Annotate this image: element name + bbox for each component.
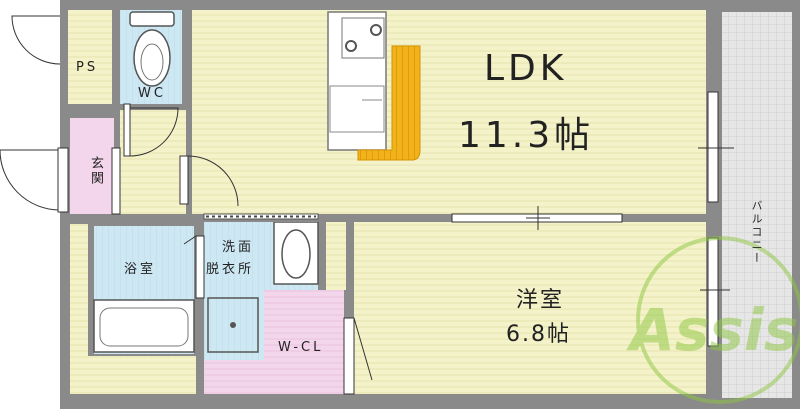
sliding-door-ldk-western — [451, 206, 623, 230]
washing-machine-icon — [207, 297, 259, 353]
svg-text:Assist: Assist — [626, 296, 800, 364]
room-side-corridor — [70, 222, 346, 394]
room-entrance — [70, 118, 114, 214]
wcl-door — [343, 317, 373, 395]
assist-logo: Assist — [626, 236, 800, 404]
kitchen-counter — [327, 11, 387, 151]
wcl-label: W-CL — [278, 340, 324, 355]
balcony — [708, 0, 800, 409]
room-ps — [68, 10, 112, 104]
balcony-window-ldk — [698, 91, 734, 203]
entrance-label: 玄関 — [88, 156, 103, 186]
room-wcl — [204, 290, 344, 394]
washroom-label-line2: 脱衣所 — [206, 262, 255, 277]
room-hall — [120, 110, 186, 214]
ldk-size: 11.3帖 — [458, 115, 595, 156]
bath-label: 浴室 — [124, 262, 157, 277]
room-western — [354, 222, 706, 394]
toilet-icon — [129, 11, 175, 87]
ps-label: PS — [76, 60, 99, 75]
wc-door — [123, 103, 179, 157]
ps-door — [11, 15, 61, 65]
front-door — [0, 147, 69, 213]
washroom-label-line1: 洗面 — [222, 240, 255, 255]
bathtub-icon — [93, 299, 195, 353]
entrance-shoe-cabinet — [111, 147, 121, 215]
western-size: 6.8帖 — [506, 322, 571, 347]
ldk-door — [179, 155, 239, 207]
wc-label: WC — [138, 86, 166, 101]
balcony-label: バルコニー — [750, 200, 763, 265]
stove-icon — [341, 17, 385, 59]
washroom-door — [183, 235, 205, 299]
room-ldk — [192, 10, 706, 214]
ldk-name: LDK — [484, 48, 568, 89]
washbasin-icon — [273, 221, 319, 285]
staircase-icon — [357, 45, 421, 161]
western-name: 洋室 — [516, 288, 565, 313]
